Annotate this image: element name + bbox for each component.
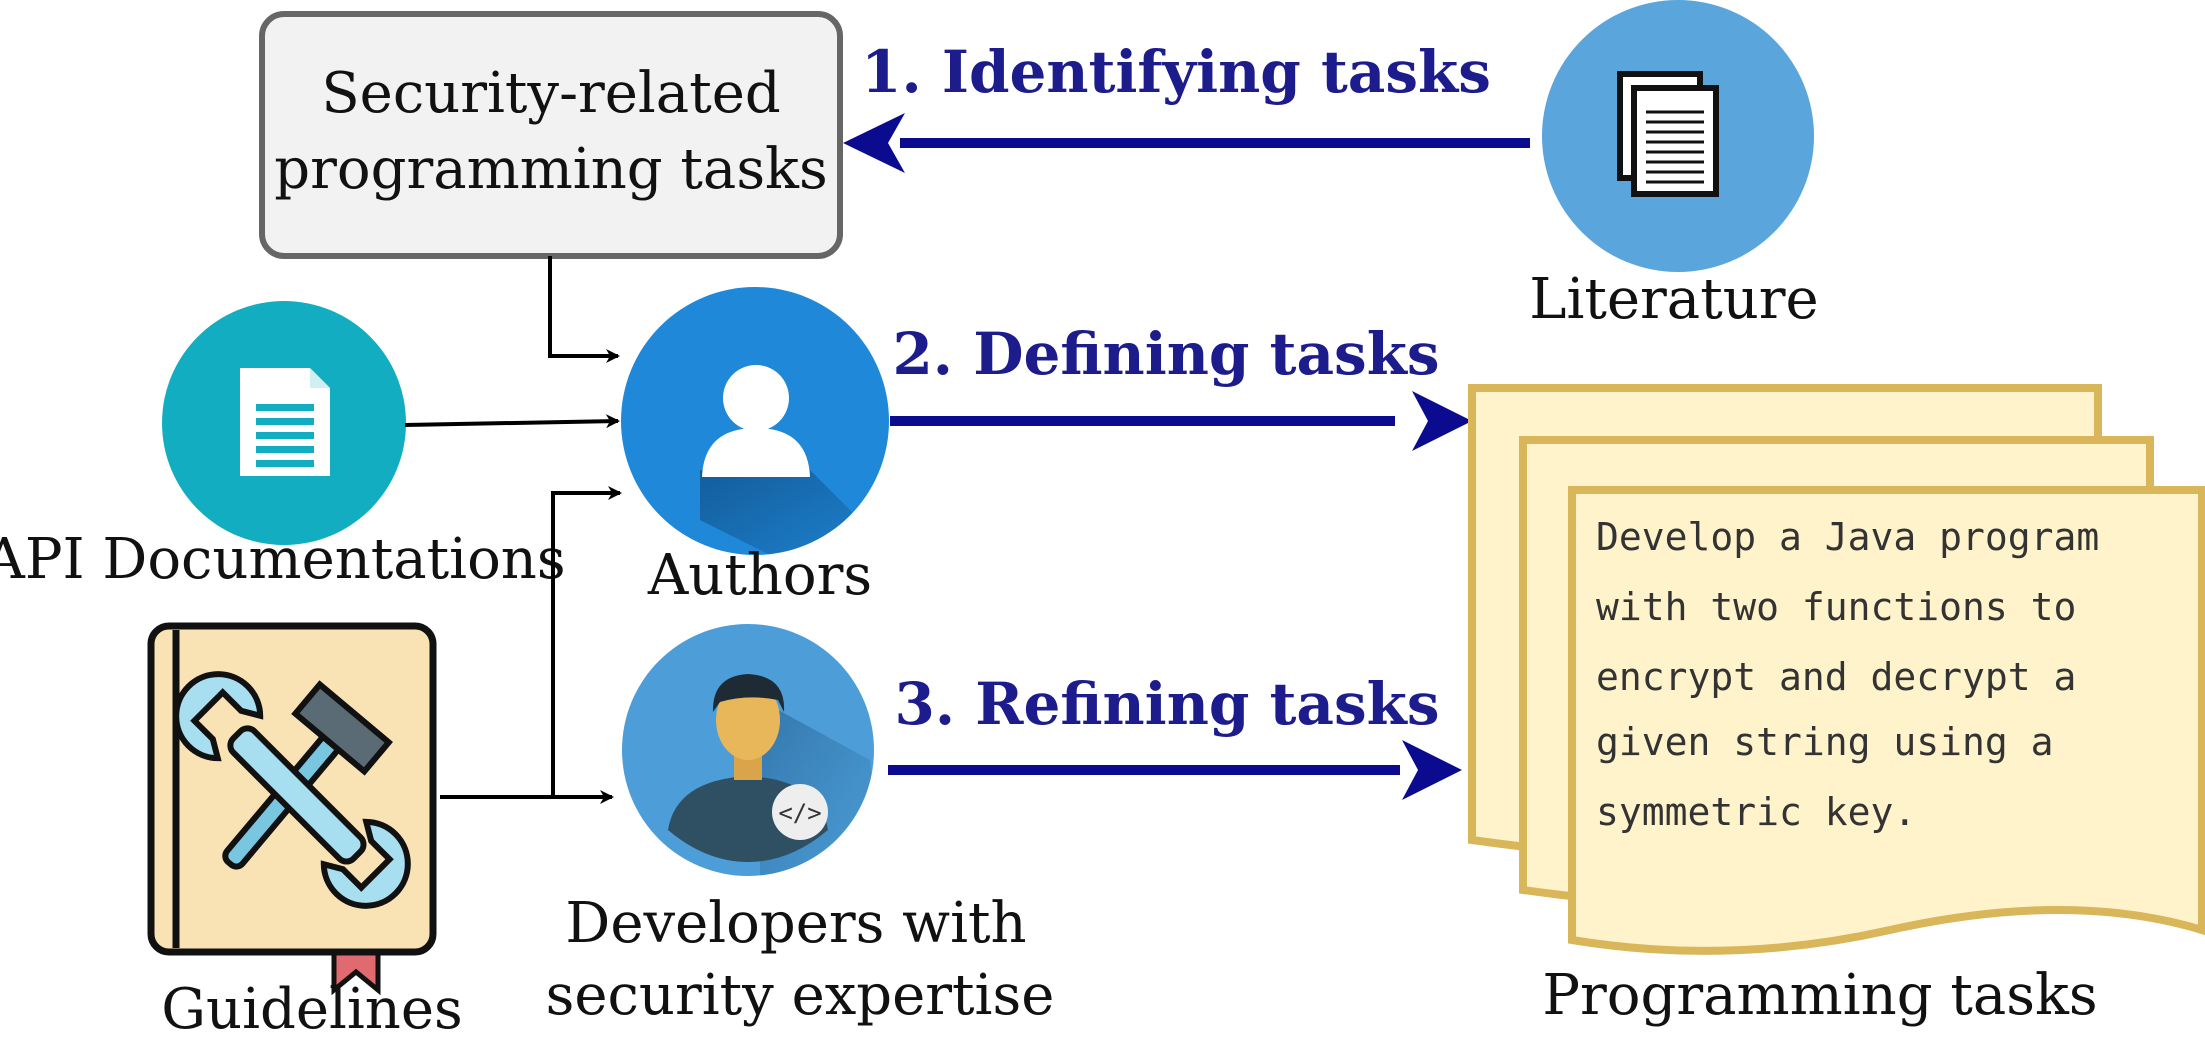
step1-arrow xyxy=(843,113,1530,173)
task-line: symmetric key. xyxy=(1596,790,1916,834)
box-to-authors-arrow xyxy=(548,256,620,363)
programming-tasks-label: Programming tasks xyxy=(1542,963,2097,1028)
toolbook-icon xyxy=(147,622,437,996)
input-connectors xyxy=(404,256,622,804)
authors-label: Authors xyxy=(647,543,872,608)
security-tasks-title-line2: programming tasks xyxy=(274,137,827,202)
developers-label-line2: security expertise xyxy=(546,963,1055,1028)
step3-arrow xyxy=(888,740,1462,800)
programming-tasks-stack: Develop a Java program with two function… xyxy=(1468,384,2205,955)
user-icon xyxy=(702,365,810,477)
step1-label: 1. Identifying tasks xyxy=(861,38,1491,106)
document-icon xyxy=(240,368,330,476)
security-tasks-box: Security-related programming tasks xyxy=(259,11,843,259)
guidelines-to-authors-arrow xyxy=(551,486,622,797)
code-badge-text: </> xyxy=(778,799,821,827)
api-to-authors-arrow xyxy=(404,414,620,429)
documents-icon xyxy=(1617,71,1719,197)
code-badge-icon xyxy=(772,784,828,840)
task-line: given string using a xyxy=(1596,720,2054,764)
task-line: Develop a Java program xyxy=(1596,515,2099,559)
developers-node: </> xyxy=(622,624,874,876)
api-docs-label: API Documentations xyxy=(0,527,566,592)
guidelines-node xyxy=(147,622,437,996)
literature-node xyxy=(1542,0,1814,272)
security-tasks-title-line1: Security-related xyxy=(321,61,780,126)
step2-arrow xyxy=(890,391,1472,451)
step3-label: 3. Refining tasks xyxy=(895,670,1440,738)
developers-label-line1: Developers with xyxy=(565,891,1026,956)
step2-label: 2. Defining tasks xyxy=(892,320,1439,388)
task-line: with two functions to xyxy=(1596,585,2076,629)
task-line: encrypt and decrypt a xyxy=(1596,655,2076,699)
paper-front xyxy=(1568,486,2205,955)
literature-label: Literature xyxy=(1529,267,1818,332)
api-docs-node xyxy=(162,301,406,545)
guidelines-label: Guidelines xyxy=(161,977,462,1042)
developer-icon: </> xyxy=(668,674,828,862)
authors-node xyxy=(621,287,889,555)
task-description: Develop a Java program with two function… xyxy=(1596,515,2099,834)
